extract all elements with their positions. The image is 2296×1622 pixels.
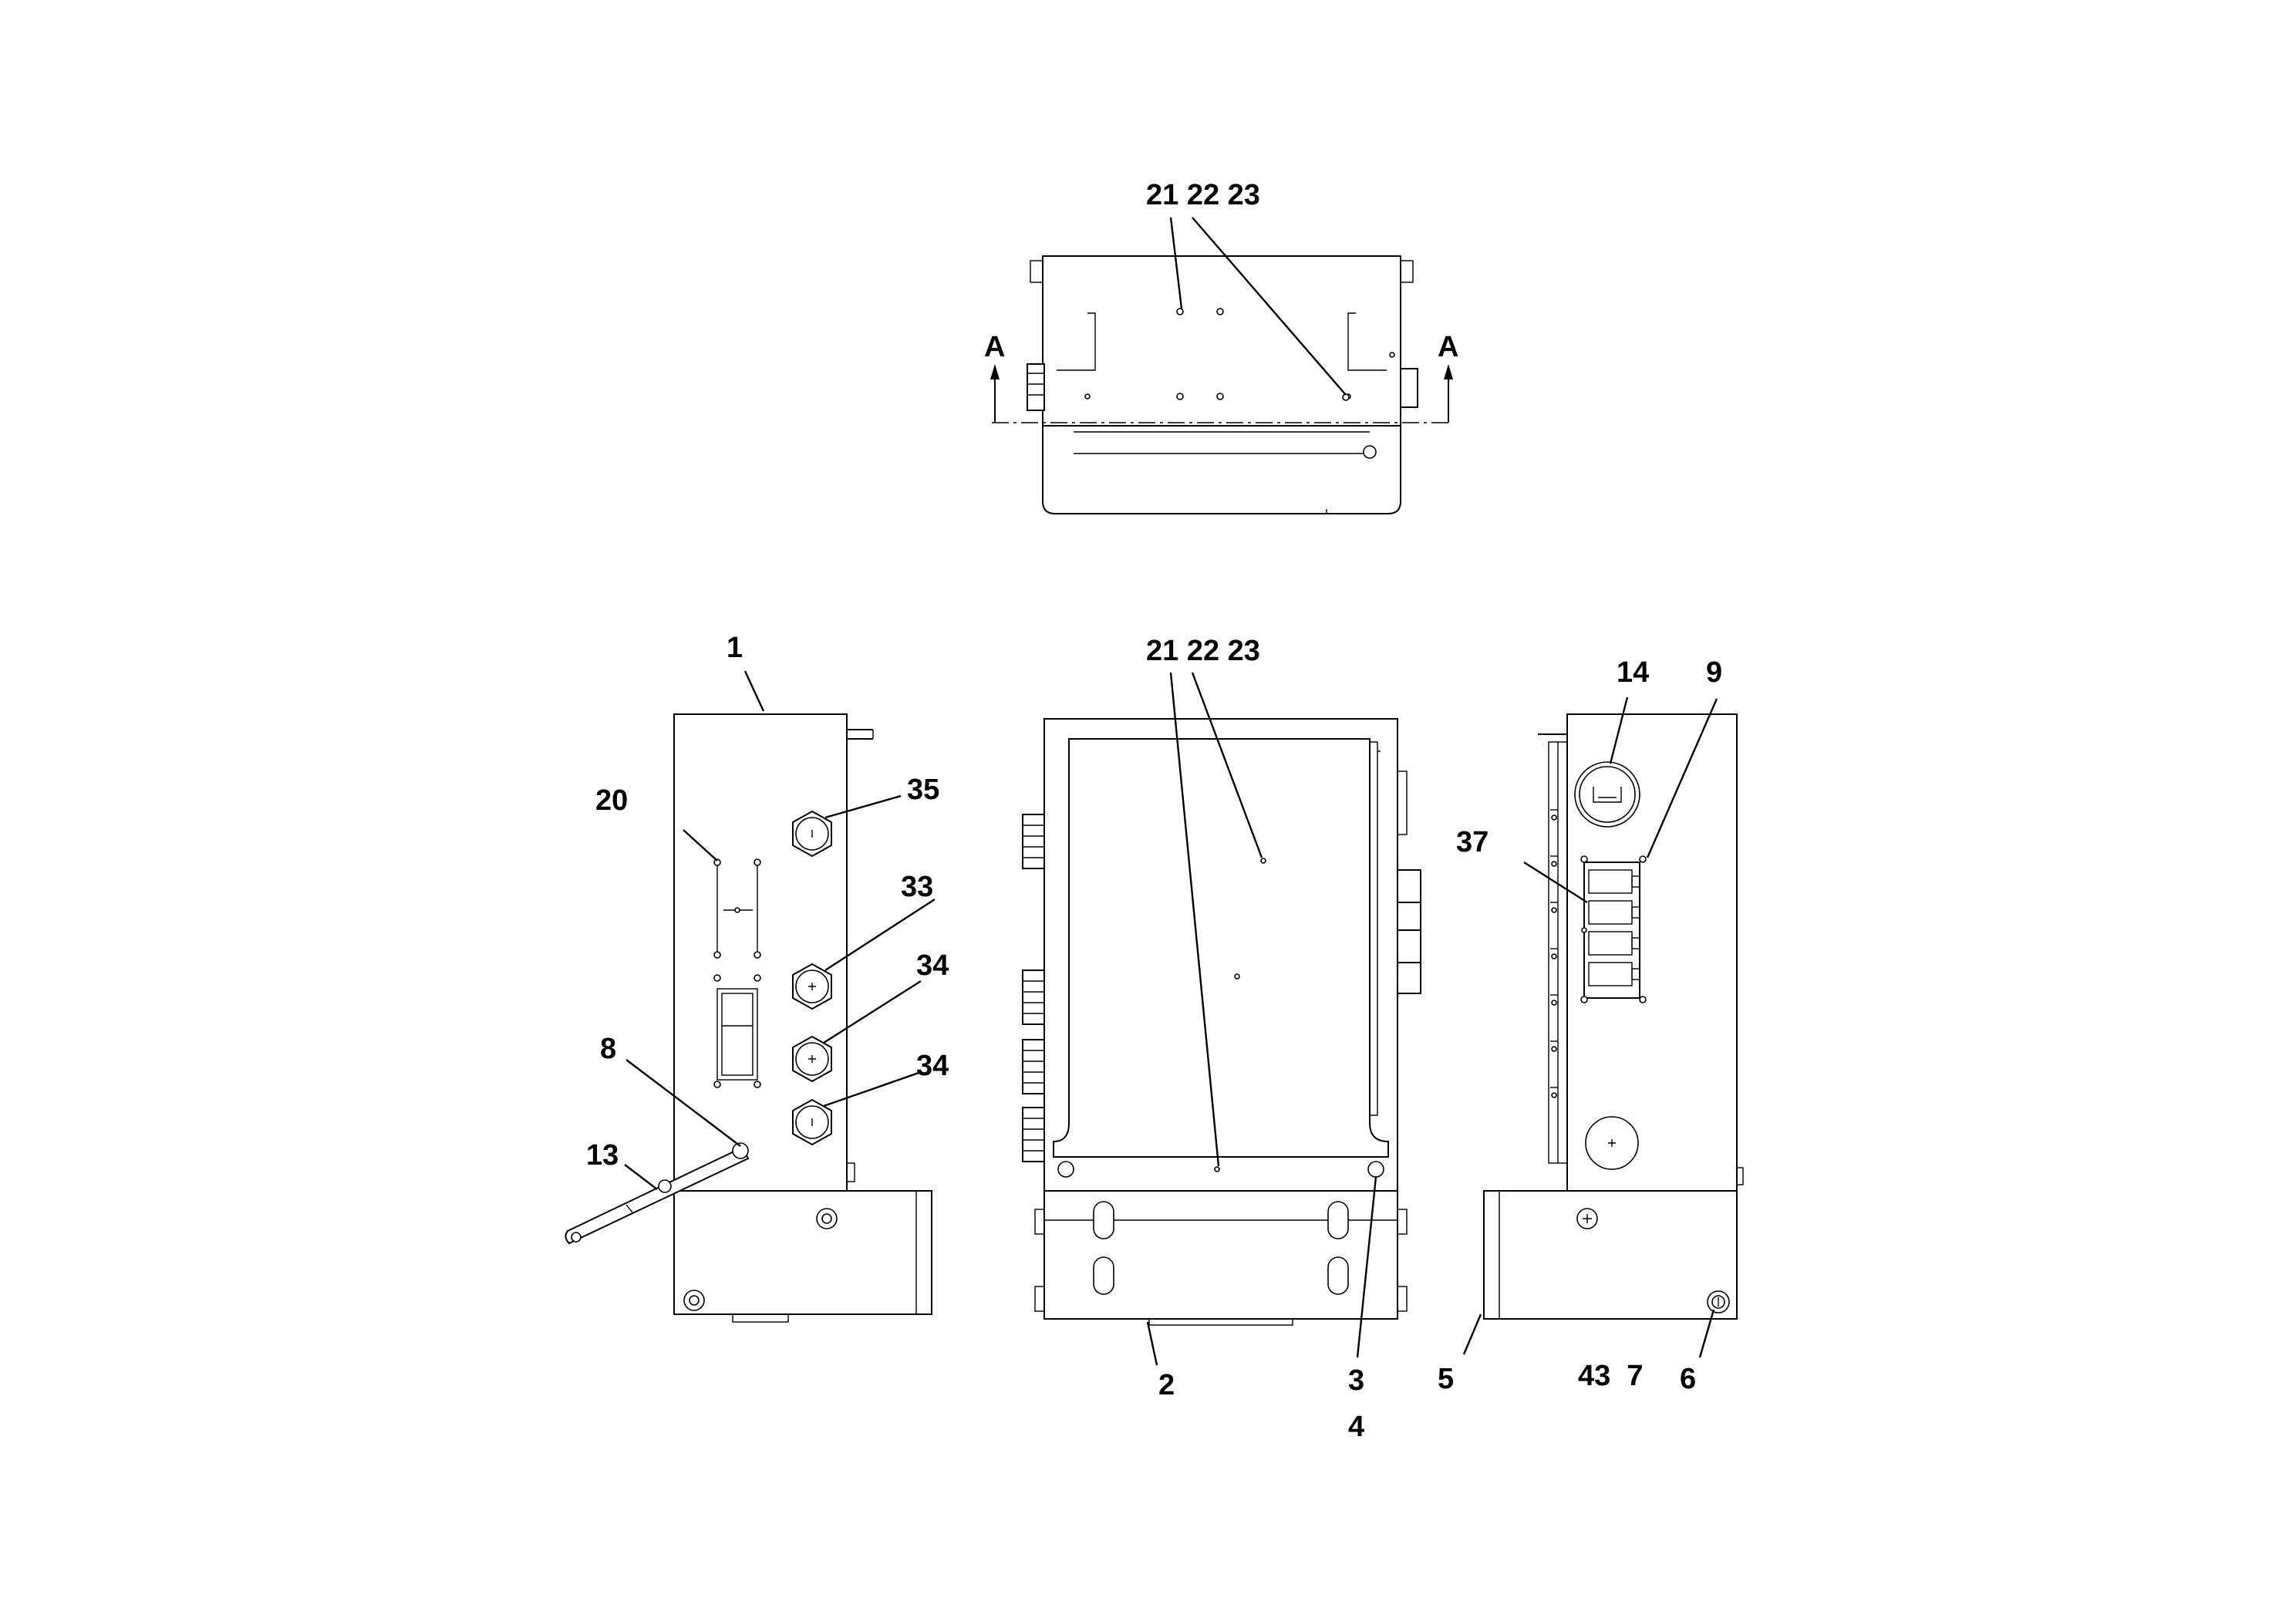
front-view: 21 22 23 2 3 4 bbox=[1022, 635, 1421, 1443]
callout-8: 8 bbox=[600, 1033, 616, 1065]
callout-14: 14 bbox=[1617, 656, 1649, 689]
callout-5: 5 bbox=[1438, 1363, 1454, 1395]
callout-9: 9 bbox=[1706, 656, 1722, 689]
top-view: A A 21 22 23 bbox=[984, 179, 1458, 514]
callout-43-7: 43 7 bbox=[1578, 1360, 1644, 1392]
left-side-view: 1 20 35 33 34 34 8 13 bbox=[565, 632, 949, 1323]
right-flange-ticks bbox=[1550, 809, 1558, 1098]
callout-33: 33 bbox=[901, 871, 933, 903]
callout-20: 20 bbox=[595, 784, 628, 817]
callout-34-upper: 34 bbox=[916, 949, 949, 982]
callout-2: 2 bbox=[1158, 1369, 1175, 1401]
top-callout-21-22-23: 21 22 23 bbox=[1146, 179, 1260, 211]
front-left-fittings bbox=[1022, 814, 1045, 1162]
callout-1: 1 bbox=[727, 632, 743, 664]
callout-37: 37 bbox=[1456, 826, 1489, 858]
callout-4: 4 bbox=[1348, 1411, 1364, 1443]
callout-34-lower: 34 bbox=[916, 1050, 949, 1082]
callout-35: 35 bbox=[907, 774, 939, 806]
front-callout-21-22-23: 21 22 23 bbox=[1146, 635, 1260, 667]
callout-3: 3 bbox=[1348, 1364, 1364, 1397]
section-a-right-label: A bbox=[1438, 331, 1458, 363]
right-side-view: 14 9 37 5 43 7 6 bbox=[1438, 656, 1744, 1395]
callout-6: 6 bbox=[1680, 1363, 1696, 1395]
callout-13: 13 bbox=[586, 1139, 619, 1172]
front-right-connectors bbox=[1397, 771, 1421, 994]
section-a-left-label: A bbox=[984, 331, 1005, 363]
